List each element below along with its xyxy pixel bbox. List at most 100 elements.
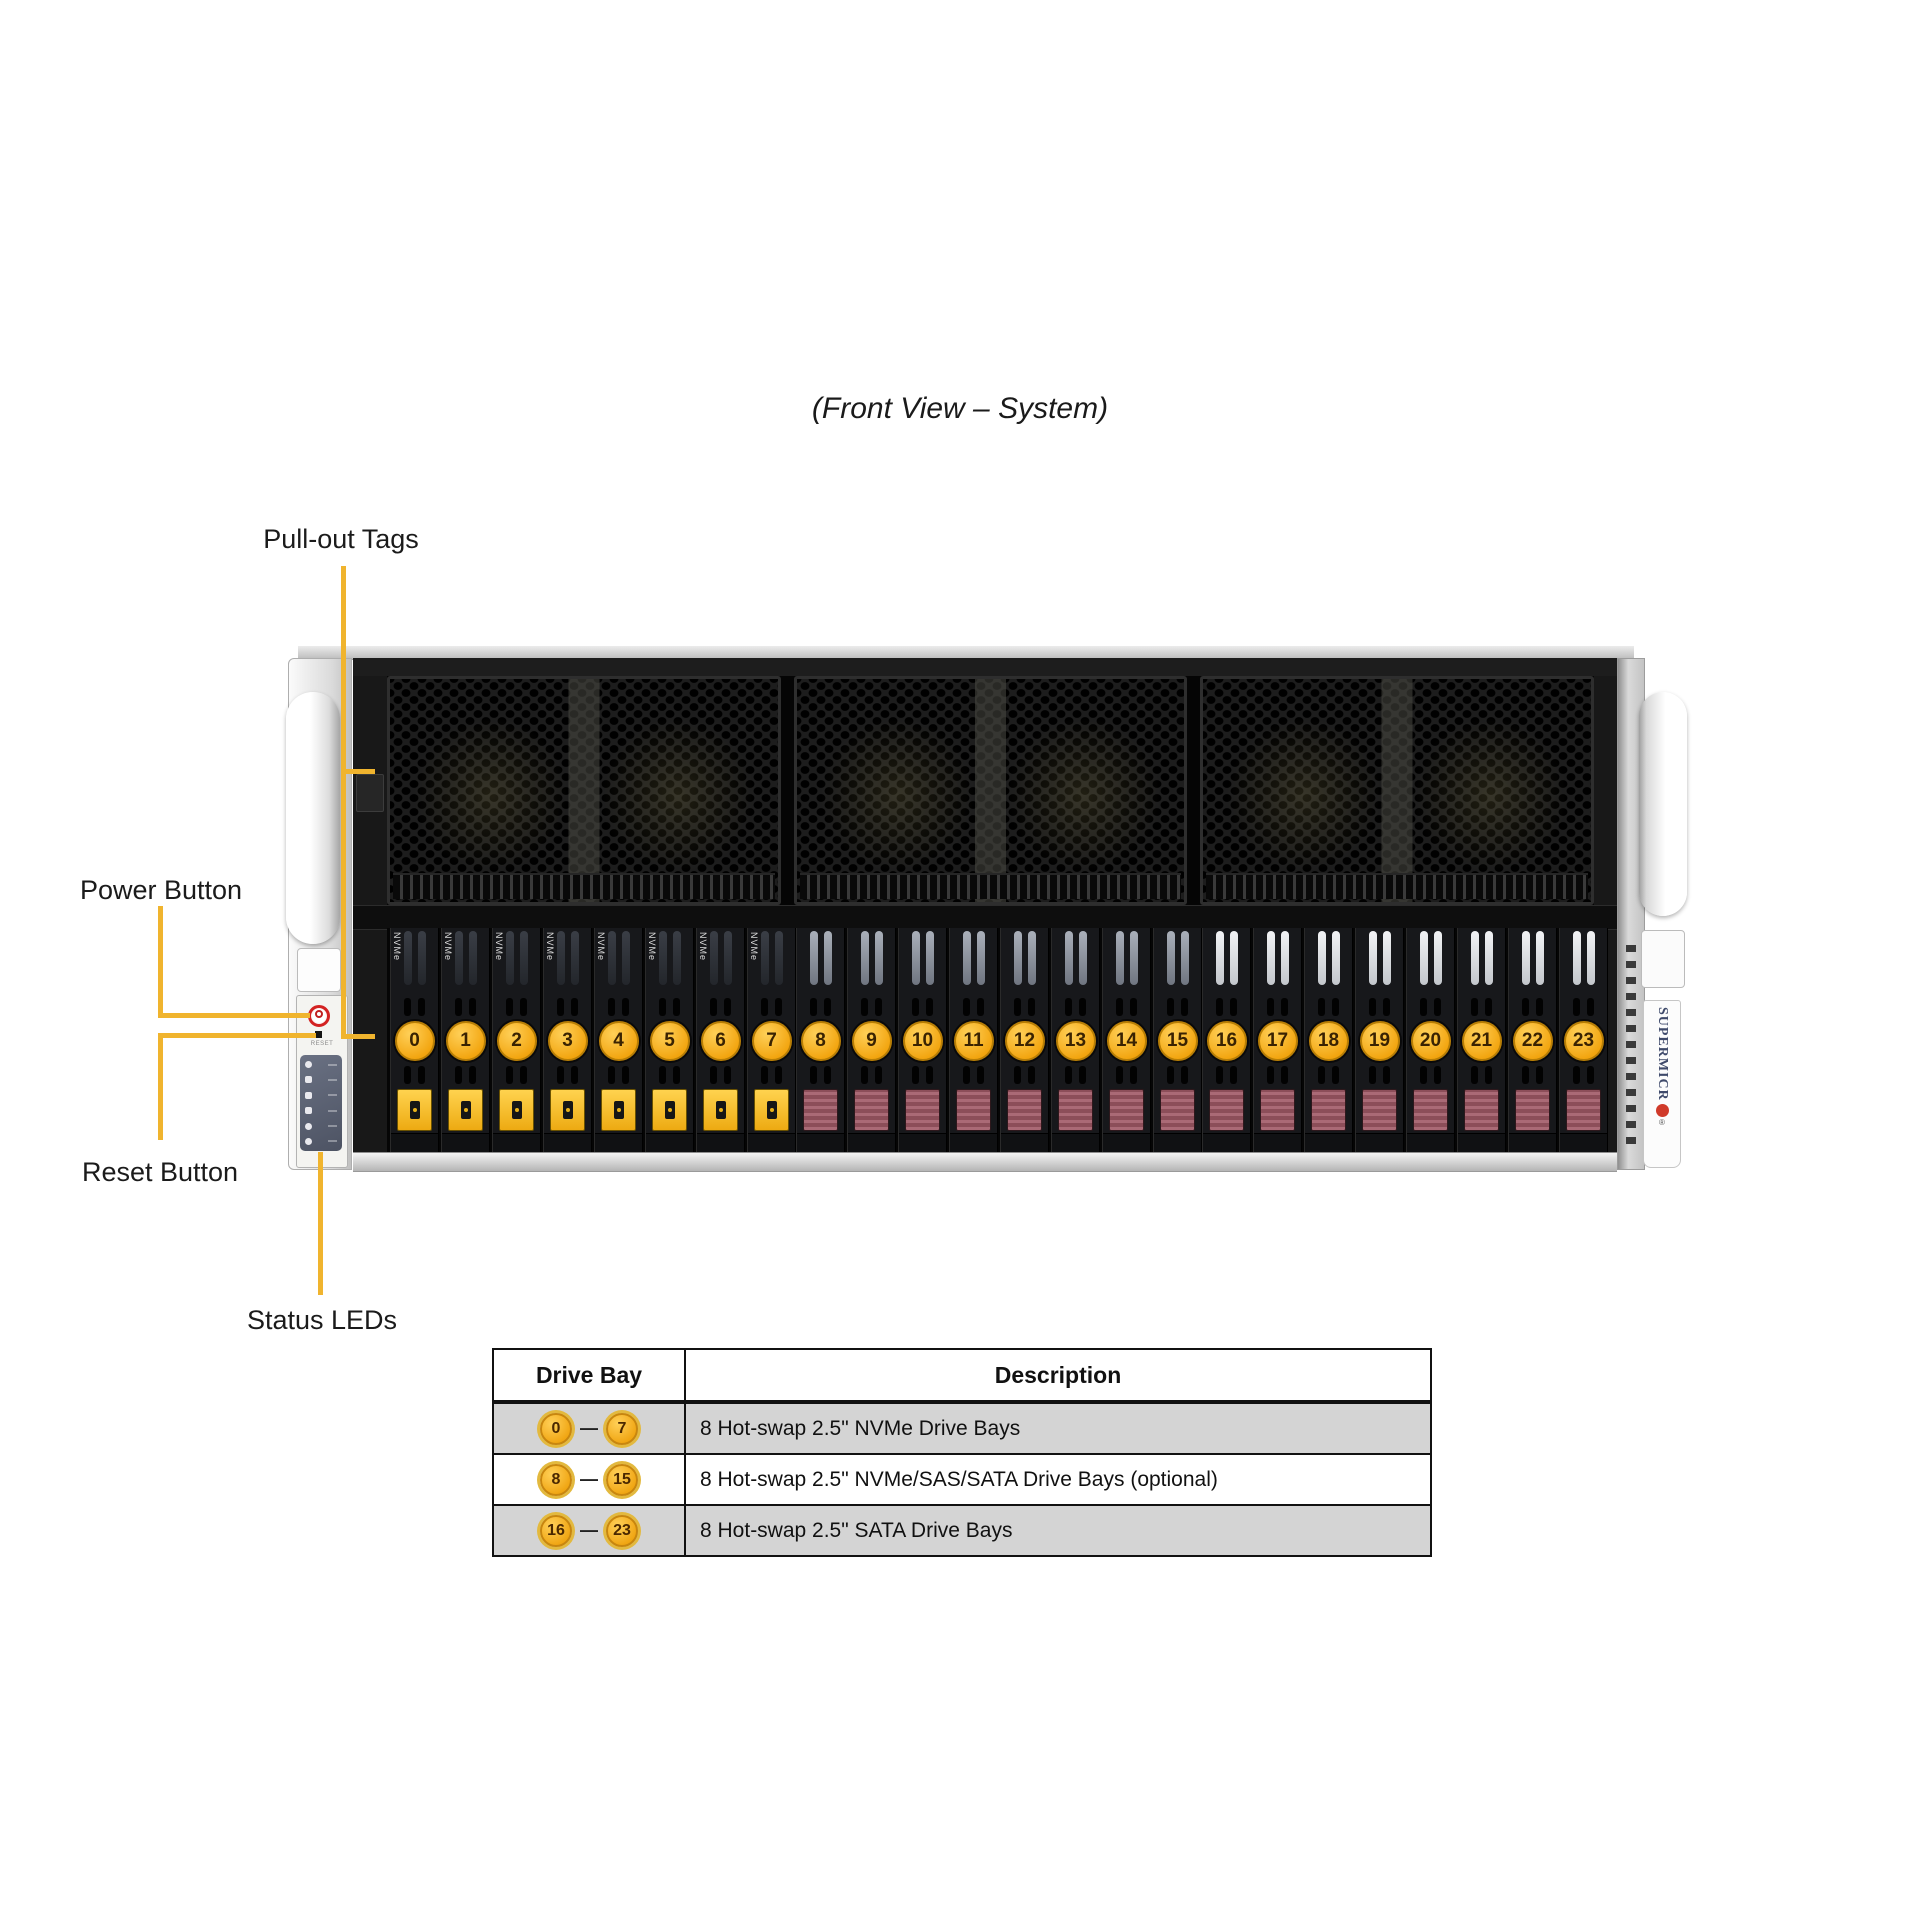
drive-tray: 9 xyxy=(847,928,896,1152)
drive-tray-vents xyxy=(1154,928,1201,995)
drive-bay-table: Drive Bay Description 0 — 7 8 Hot-swap 2… xyxy=(492,1348,1432,1557)
led-tick xyxy=(328,1109,337,1112)
drive-latch xyxy=(1260,1089,1295,1131)
drive-tray-vents xyxy=(1560,928,1607,995)
bay-badge: 8 xyxy=(540,1463,572,1496)
drive-latch xyxy=(1209,1089,1244,1131)
bay-description: 8 Hot-swap 2.5" NVMe Drive Bays xyxy=(700,1416,1021,1440)
drive-latch xyxy=(1160,1089,1195,1131)
bay-description: 8 Hot-swap 2.5" NVMe/SAS/SATA Drive Bays… xyxy=(700,1467,1218,1491)
left-handle-latch xyxy=(297,948,341,992)
fan-grille-section xyxy=(387,676,1595,905)
reset-button xyxy=(315,1031,322,1038)
drive-number-badge: 3 xyxy=(547,1021,588,1061)
power-led-icon xyxy=(305,1137,312,1145)
drive-number-badge: 20 xyxy=(1410,1021,1451,1061)
callout-line-power-button xyxy=(158,906,163,1018)
supermicro-logo-text: SUPERMICR xyxy=(1655,1007,1670,1101)
drive-latch xyxy=(956,1089,991,1131)
drive-latch xyxy=(905,1089,940,1131)
bay-badge: 0 xyxy=(540,1412,572,1445)
power-icon xyxy=(315,1010,323,1018)
drive-tray-vents xyxy=(1254,928,1301,995)
drive-tray-vents xyxy=(1305,928,1352,995)
drive-number-badge: 22 xyxy=(1512,1021,1553,1061)
drive-tray: 11 xyxy=(949,928,998,1152)
drive-number-badge: 9 xyxy=(851,1021,892,1061)
drive-tray-vents: NVMe xyxy=(748,928,795,995)
drive-tray: 22 xyxy=(1508,928,1557,1152)
callout-arm-pull-out-tags-top xyxy=(341,769,375,774)
drive-latch xyxy=(1362,1089,1397,1131)
led-row xyxy=(305,1137,337,1145)
nvme-label: NVMe xyxy=(698,932,708,962)
drive-tray: 8 xyxy=(796,928,845,1152)
nvme-label: NVMe xyxy=(596,932,606,962)
led-tick xyxy=(328,1140,337,1143)
led-row xyxy=(305,1122,337,1130)
callout-arm-power-button xyxy=(158,1013,310,1018)
drive-number-badge: 15 xyxy=(1157,1021,1198,1061)
drive-latch xyxy=(1515,1089,1550,1131)
led-tick xyxy=(328,1094,337,1097)
brand-badge: SUPERMICR ® xyxy=(1643,1000,1681,1168)
nvme-label: NVMe xyxy=(545,932,555,962)
drive-tray-vents xyxy=(848,928,895,995)
drive-latch xyxy=(703,1089,738,1131)
drive-tray: 19 xyxy=(1355,928,1404,1152)
drive-latch xyxy=(854,1089,889,1131)
drive-tray: 20 xyxy=(1406,928,1455,1152)
chassis-top-band xyxy=(353,658,1617,677)
drive-tray: 18 xyxy=(1304,928,1353,1152)
drive-number-badge: 23 xyxy=(1563,1021,1604,1061)
drive-tray-vents xyxy=(1356,928,1403,995)
led-row xyxy=(305,1091,337,1099)
drive-latch xyxy=(803,1089,838,1131)
nvme-label: NVMe xyxy=(647,932,657,962)
nvme-label: NVMe xyxy=(494,932,504,962)
drive-tray-vents: NVMe xyxy=(544,928,591,995)
drive-tray-vents: NVMe xyxy=(697,928,744,995)
drive-tray-vents xyxy=(1509,928,1556,995)
table-header-drive-bay: Drive Bay xyxy=(494,1350,686,1400)
drive-latch xyxy=(1413,1089,1448,1131)
nvme-label: NVMe xyxy=(443,932,453,962)
temp-led-icon xyxy=(305,1122,312,1130)
drive-number-badge: 5 xyxy=(649,1021,690,1061)
drive-number-badge: 0 xyxy=(394,1021,435,1061)
drive-tray-vents xyxy=(1103,928,1150,995)
drive-latch xyxy=(448,1089,483,1131)
registered-mark: ® xyxy=(1659,1117,1665,1127)
table-header-description: Description xyxy=(994,1361,1122,1388)
drive-number-badge: 16 xyxy=(1206,1021,1247,1061)
drive-latch xyxy=(1058,1089,1093,1131)
drive-tray-vents xyxy=(1203,928,1250,995)
drive-number-badge: 6 xyxy=(700,1021,741,1061)
drive-number-badge: 7 xyxy=(751,1021,792,1061)
chassis-mid-divider xyxy=(353,905,1617,930)
right-handle xyxy=(1639,692,1687,916)
drive-tray: NVMe 7 xyxy=(747,928,796,1152)
drive-tray-vents xyxy=(1407,928,1454,995)
led-tick xyxy=(328,1063,337,1066)
drive-number-badge: 17 xyxy=(1257,1021,1298,1061)
led-row xyxy=(305,1061,337,1068)
drive-number-badge: 13 xyxy=(1055,1021,1096,1061)
ear-vents xyxy=(1626,939,1636,1144)
label-power-button: Power Button xyxy=(79,875,243,905)
figure-title: (Front View – System) xyxy=(811,392,1109,425)
drive-number-badge: 4 xyxy=(598,1021,639,1061)
power-button xyxy=(308,1005,330,1027)
table-row: 16 — 23 8 Hot-swap 2.5" SATA Drive Bays xyxy=(494,1504,1430,1555)
fan-panel-1 xyxy=(387,676,781,905)
drive-number-badge: 12 xyxy=(1004,1021,1045,1061)
drive-tray-vents: NVMe xyxy=(595,928,642,995)
brand-o-dot-icon xyxy=(1655,1103,1669,1117)
drive-number-badge: 14 xyxy=(1106,1021,1147,1061)
drive-tray: 21 xyxy=(1457,928,1506,1152)
drive-latch xyxy=(1311,1089,1346,1131)
led-row xyxy=(305,1076,337,1084)
